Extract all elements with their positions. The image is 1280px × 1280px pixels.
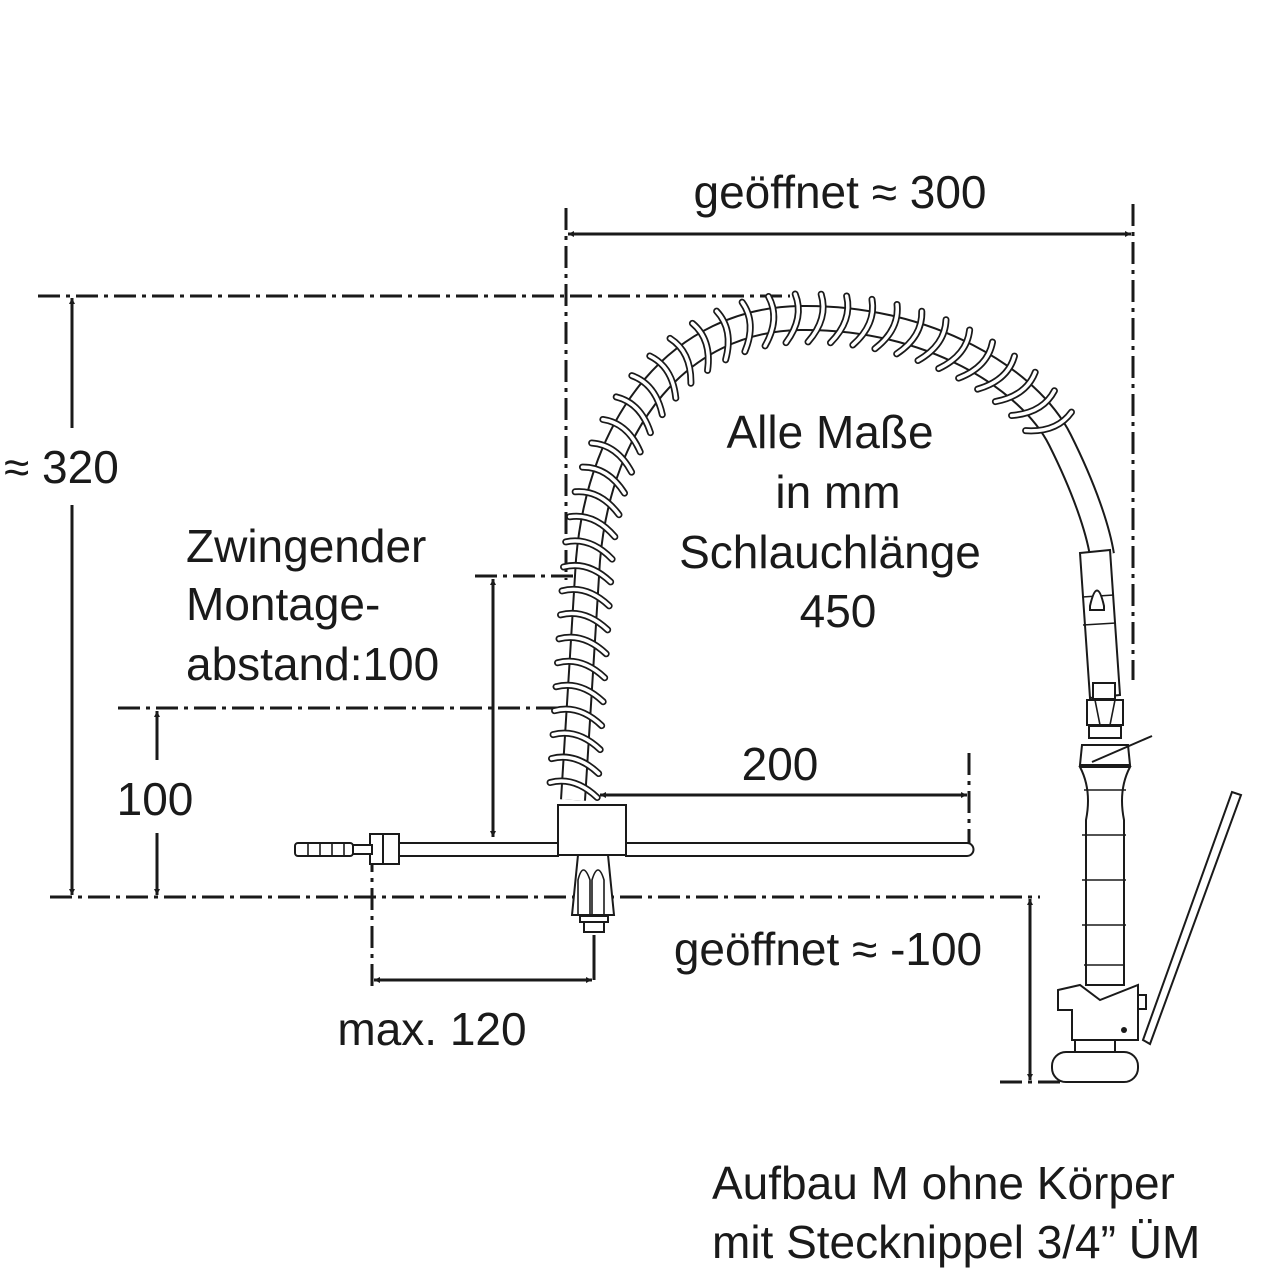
spring-coil-fill bbox=[668, 336, 693, 386]
spring-coil-fill bbox=[557, 635, 608, 656]
spring-coil-fill bbox=[580, 465, 627, 495]
spring-coil-fill bbox=[894, 309, 924, 356]
spring-coil-fill bbox=[555, 659, 607, 680]
stecknippel bbox=[583, 921, 605, 933]
mounting-note-line-1: Zwingender bbox=[186, 520, 426, 572]
note-line-1: Alle Maße bbox=[726, 406, 933, 458]
max-offset-label: max. 120 bbox=[337, 1003, 526, 1055]
spring-coil-fill bbox=[763, 294, 776, 348]
spring-coil-fill bbox=[916, 317, 948, 363]
mounting-body bbox=[557, 804, 627, 856]
total-height-label: ≈ 320 bbox=[4, 441, 119, 493]
spring-coil-fill bbox=[552, 707, 604, 728]
note-line-2: in mm bbox=[775, 466, 900, 518]
spring-coil-fill bbox=[828, 294, 850, 345]
valve-pin bbox=[1137, 994, 1147, 1010]
spring-coil-fill bbox=[560, 587, 611, 608]
connector-cap bbox=[1092, 682, 1116, 700]
caption-line-2: mit Stecknippel 3/4” ÜM bbox=[712, 1216, 1200, 1268]
spring-coil-fill bbox=[563, 539, 614, 561]
arm-length-label: 200 bbox=[742, 738, 819, 790]
spring-coil-fill bbox=[1023, 410, 1074, 433]
spray-head bbox=[1051, 548, 1243, 1083]
spring-coil-fill bbox=[567, 514, 617, 539]
foot-lever bbox=[1141, 790, 1243, 1046]
spring-hose bbox=[546, 290, 1115, 802]
mounting-note-line-2: Montage- bbox=[186, 578, 380, 630]
pipe-nut-2 bbox=[382, 833, 400, 865]
note-line-4: 450 bbox=[800, 585, 877, 637]
valve-screw bbox=[1121, 1027, 1127, 1033]
spring-coils bbox=[546, 290, 1075, 802]
open-drop-label: geöffnet ≈ -100 bbox=[674, 923, 982, 975]
mounting-note-line-3: abstand:100 bbox=[186, 638, 439, 690]
spring-coil-fill bbox=[614, 395, 653, 435]
spring-coil-fill bbox=[806, 292, 825, 344]
spring-coil-fill bbox=[714, 309, 730, 362]
spring-coil-fill bbox=[740, 300, 752, 354]
spring-coil-fill bbox=[690, 321, 711, 373]
swivel-arm bbox=[625, 842, 975, 857]
spring-coil-fill bbox=[648, 354, 678, 400]
mounting-block bbox=[557, 804, 975, 933]
spring-coil-fill bbox=[630, 373, 665, 417]
note-line-3: Schlauchlänge bbox=[679, 526, 981, 578]
bottom-height-label: 100 bbox=[117, 773, 194, 825]
spring-coil-fill bbox=[1009, 388, 1057, 418]
wall-plug-icon bbox=[294, 842, 354, 857]
dimension-arrows bbox=[69, 231, 1131, 1080]
spring-coil-fill bbox=[549, 755, 601, 776]
center-lines bbox=[38, 204, 1135, 1084]
base-disc bbox=[1051, 1051, 1139, 1083]
caption-line-1: Aufbau M ohne Körper bbox=[712, 1157, 1175, 1209]
supply-pipe-body bbox=[379, 842, 559, 857]
spring-coil-fill bbox=[601, 417, 642, 454]
valve-body bbox=[1057, 983, 1139, 1041]
trigger-lever bbox=[1091, 735, 1153, 763]
swivel-nut bbox=[1086, 699, 1124, 726]
base-neck bbox=[1074, 1039, 1116, 1053]
spring-coil-fill bbox=[851, 297, 875, 347]
connector-window bbox=[1089, 589, 1105, 611]
spring-coil-fill bbox=[936, 328, 972, 371]
spring-coil-fill bbox=[551, 731, 602, 752]
spring-coil-fill bbox=[558, 611, 610, 632]
spring-coil-fill bbox=[554, 683, 605, 704]
labels: geöffnet ≈ 300 ≈ 320 Alle Maße in mm Sch… bbox=[4, 166, 1200, 1268]
open-width-label: geöffnet ≈ 300 bbox=[694, 166, 987, 218]
spring-coil-fill bbox=[561, 563, 613, 584]
spring-coil-fill bbox=[975, 354, 1017, 391]
spring-coil-fill bbox=[784, 292, 801, 345]
collar bbox=[1088, 725, 1122, 739]
spring-coil-fill bbox=[993, 370, 1037, 404]
spring-coil-fill bbox=[573, 489, 621, 517]
spring-coil-fill bbox=[589, 441, 634, 474]
spring-coil-fill bbox=[873, 302, 900, 351]
spring-coil-fill bbox=[548, 779, 599, 800]
handle-grip bbox=[1078, 766, 1132, 986]
spring-coil-fill bbox=[956, 340, 995, 380]
supply-pipe bbox=[294, 833, 559, 865]
